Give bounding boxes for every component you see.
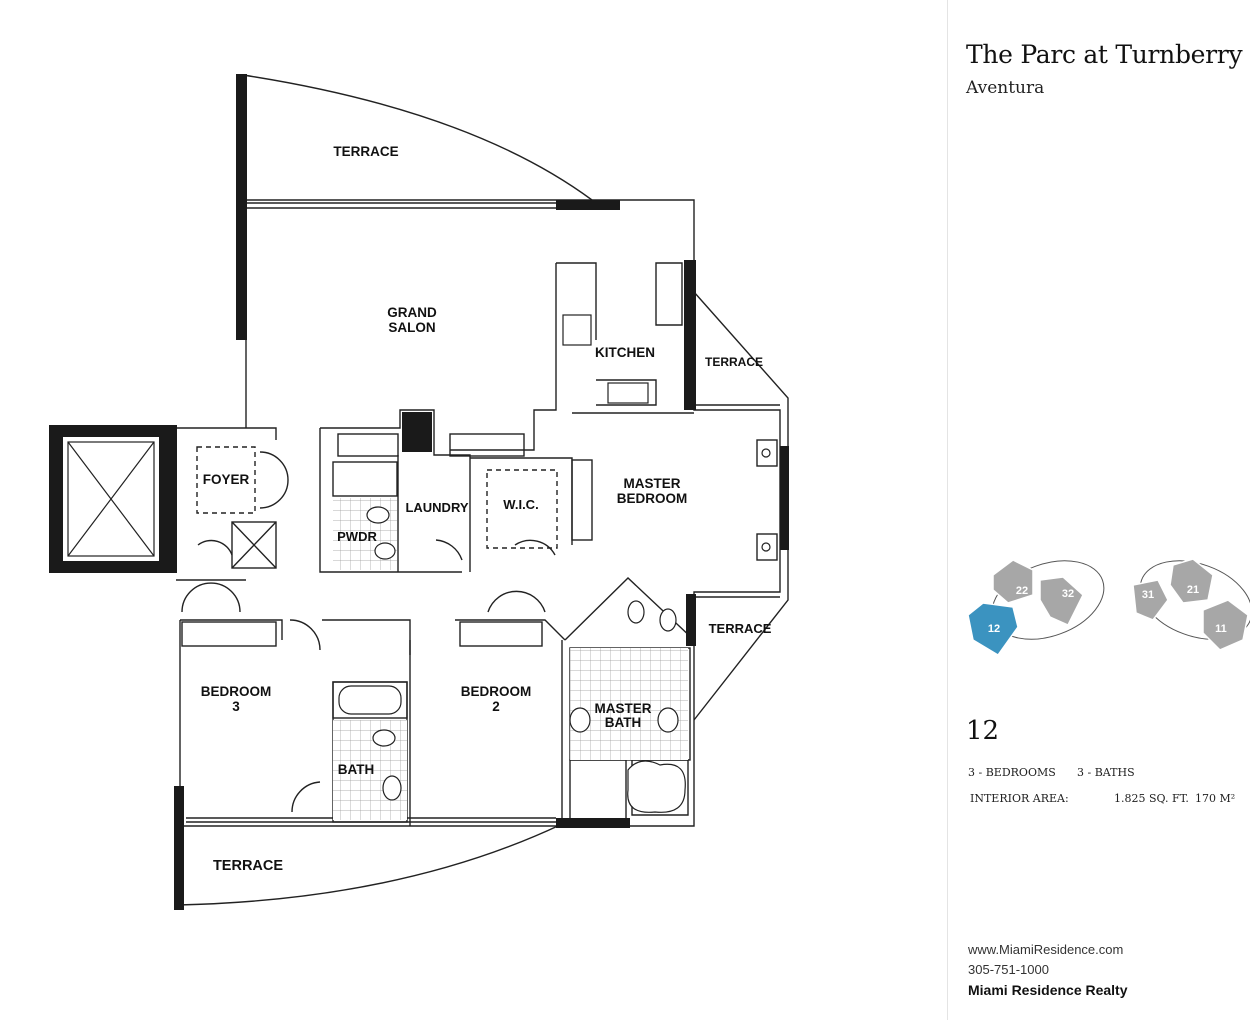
unit-number: 12 <box>966 716 1000 746</box>
unit-22 <box>992 559 1034 604</box>
master-toilet-icon <box>627 600 645 624</box>
label-bedroom3-2: 3 <box>232 699 240 714</box>
bathtub-icon <box>338 685 402 715</box>
lamp-icon <box>761 448 771 458</box>
unit-32 <box>1039 576 1084 626</box>
unit-32-label: 32 <box>1062 588 1074 600</box>
stove-icon <box>607 382 649 404</box>
label-bath: BATH <box>338 762 375 777</box>
unit-31-label: 31 <box>1142 589 1154 601</box>
baths-count: 3 - BATHS <box>1077 766 1135 779</box>
label-pwdr: PWDR <box>337 529 377 544</box>
label-bedroom3-1: BEDROOM <box>201 684 272 699</box>
interior-area-sqft: 1.825 SQ. FT. <box>1114 792 1189 805</box>
label-foyer: FOYER <box>203 472 250 487</box>
master-bath-tile-floor <box>570 648 688 760</box>
floor-plan: TERRACE GRAND SALON KITCHEN TERRACE FOYE… <box>49 74 789 910</box>
label-bedroom2-2: 2 <box>492 699 500 714</box>
divider <box>947 0 948 1020</box>
jacuzzi-tub-icon <box>627 760 686 813</box>
terrace-top-outline <box>242 74 593 201</box>
label-terrace-bottom: TERRACE <box>213 858 283 874</box>
interior-area-m2: 170 M² <box>1195 792 1236 805</box>
unit-12 <box>967 602 1019 656</box>
bedrooms-count: 3 - BEDROOMS <box>968 766 1056 779</box>
label-terrace-right-top: TERRACE <box>705 355 763 369</box>
label-grand-salon-2: SALON <box>388 320 435 335</box>
label-master-bath-2: BATH <box>605 715 642 730</box>
interior-area-label: INTERIOR AREA: <box>970 792 1069 805</box>
floor-plan-drawing: TERRACE GRAND SALON KITCHEN TERRACE FOYE… <box>49 74 789 910</box>
pwdr-toilet-icon <box>366 506 390 524</box>
unit-31 <box>1132 579 1169 621</box>
master-bidet-icon <box>659 608 677 632</box>
label-wic: W.I.C. <box>503 497 538 512</box>
key-plan: 22 32 12 31 21 11 <box>967 558 1250 656</box>
unit-22-label: 22 <box>1016 585 1028 597</box>
unit-11 <box>1202 599 1249 651</box>
phone-number[interactable]: 305-751-1000 <box>968 962 1049 977</box>
master-sink-right-icon <box>657 707 679 733</box>
bath-toilet-icon <box>372 729 396 747</box>
unit-11-label: 11 <box>1215 623 1227 635</box>
bath-sink-icon <box>382 775 402 801</box>
label-laundry: LAUNDRY <box>405 500 468 515</box>
website-link[interactable]: www.MiamiResidence.com <box>968 942 1124 957</box>
building-location: Aventura <box>966 78 1045 98</box>
label-bedroom2-1: BEDROOM <box>461 684 532 699</box>
label-terrace-right-bottom: TERRACE <box>709 621 772 636</box>
label-grand-salon-1: GRAND <box>387 305 437 320</box>
terrace-bottom-outline <box>177 824 561 906</box>
info-panel: The Parc at Turnberry Aventura 22 32 12 … <box>948 0 1251 1020</box>
label-master-bath-1: MASTER <box>595 701 652 716</box>
label-master-bedroom-2: BEDROOM <box>617 491 688 506</box>
label-master-bedroom-1: MASTER <box>624 476 681 491</box>
lamp-icon <box>761 542 771 552</box>
kitchen-sink-icon <box>562 314 592 346</box>
label-kitchen: KITCHEN <box>595 345 655 360</box>
building-title: The Parc at Turnberry <box>966 40 1243 69</box>
company-name: Miami Residence Realty <box>968 982 1128 998</box>
unit-21 <box>1169 558 1214 604</box>
unit-21-label: 21 <box>1187 584 1199 596</box>
pwdr-sink-icon <box>374 542 396 560</box>
label-terrace-top: TERRACE <box>333 144 398 159</box>
master-sink-left-icon <box>569 707 591 733</box>
unit-12-label: 12 <box>988 623 1000 635</box>
elevator-shaft <box>49 425 177 573</box>
